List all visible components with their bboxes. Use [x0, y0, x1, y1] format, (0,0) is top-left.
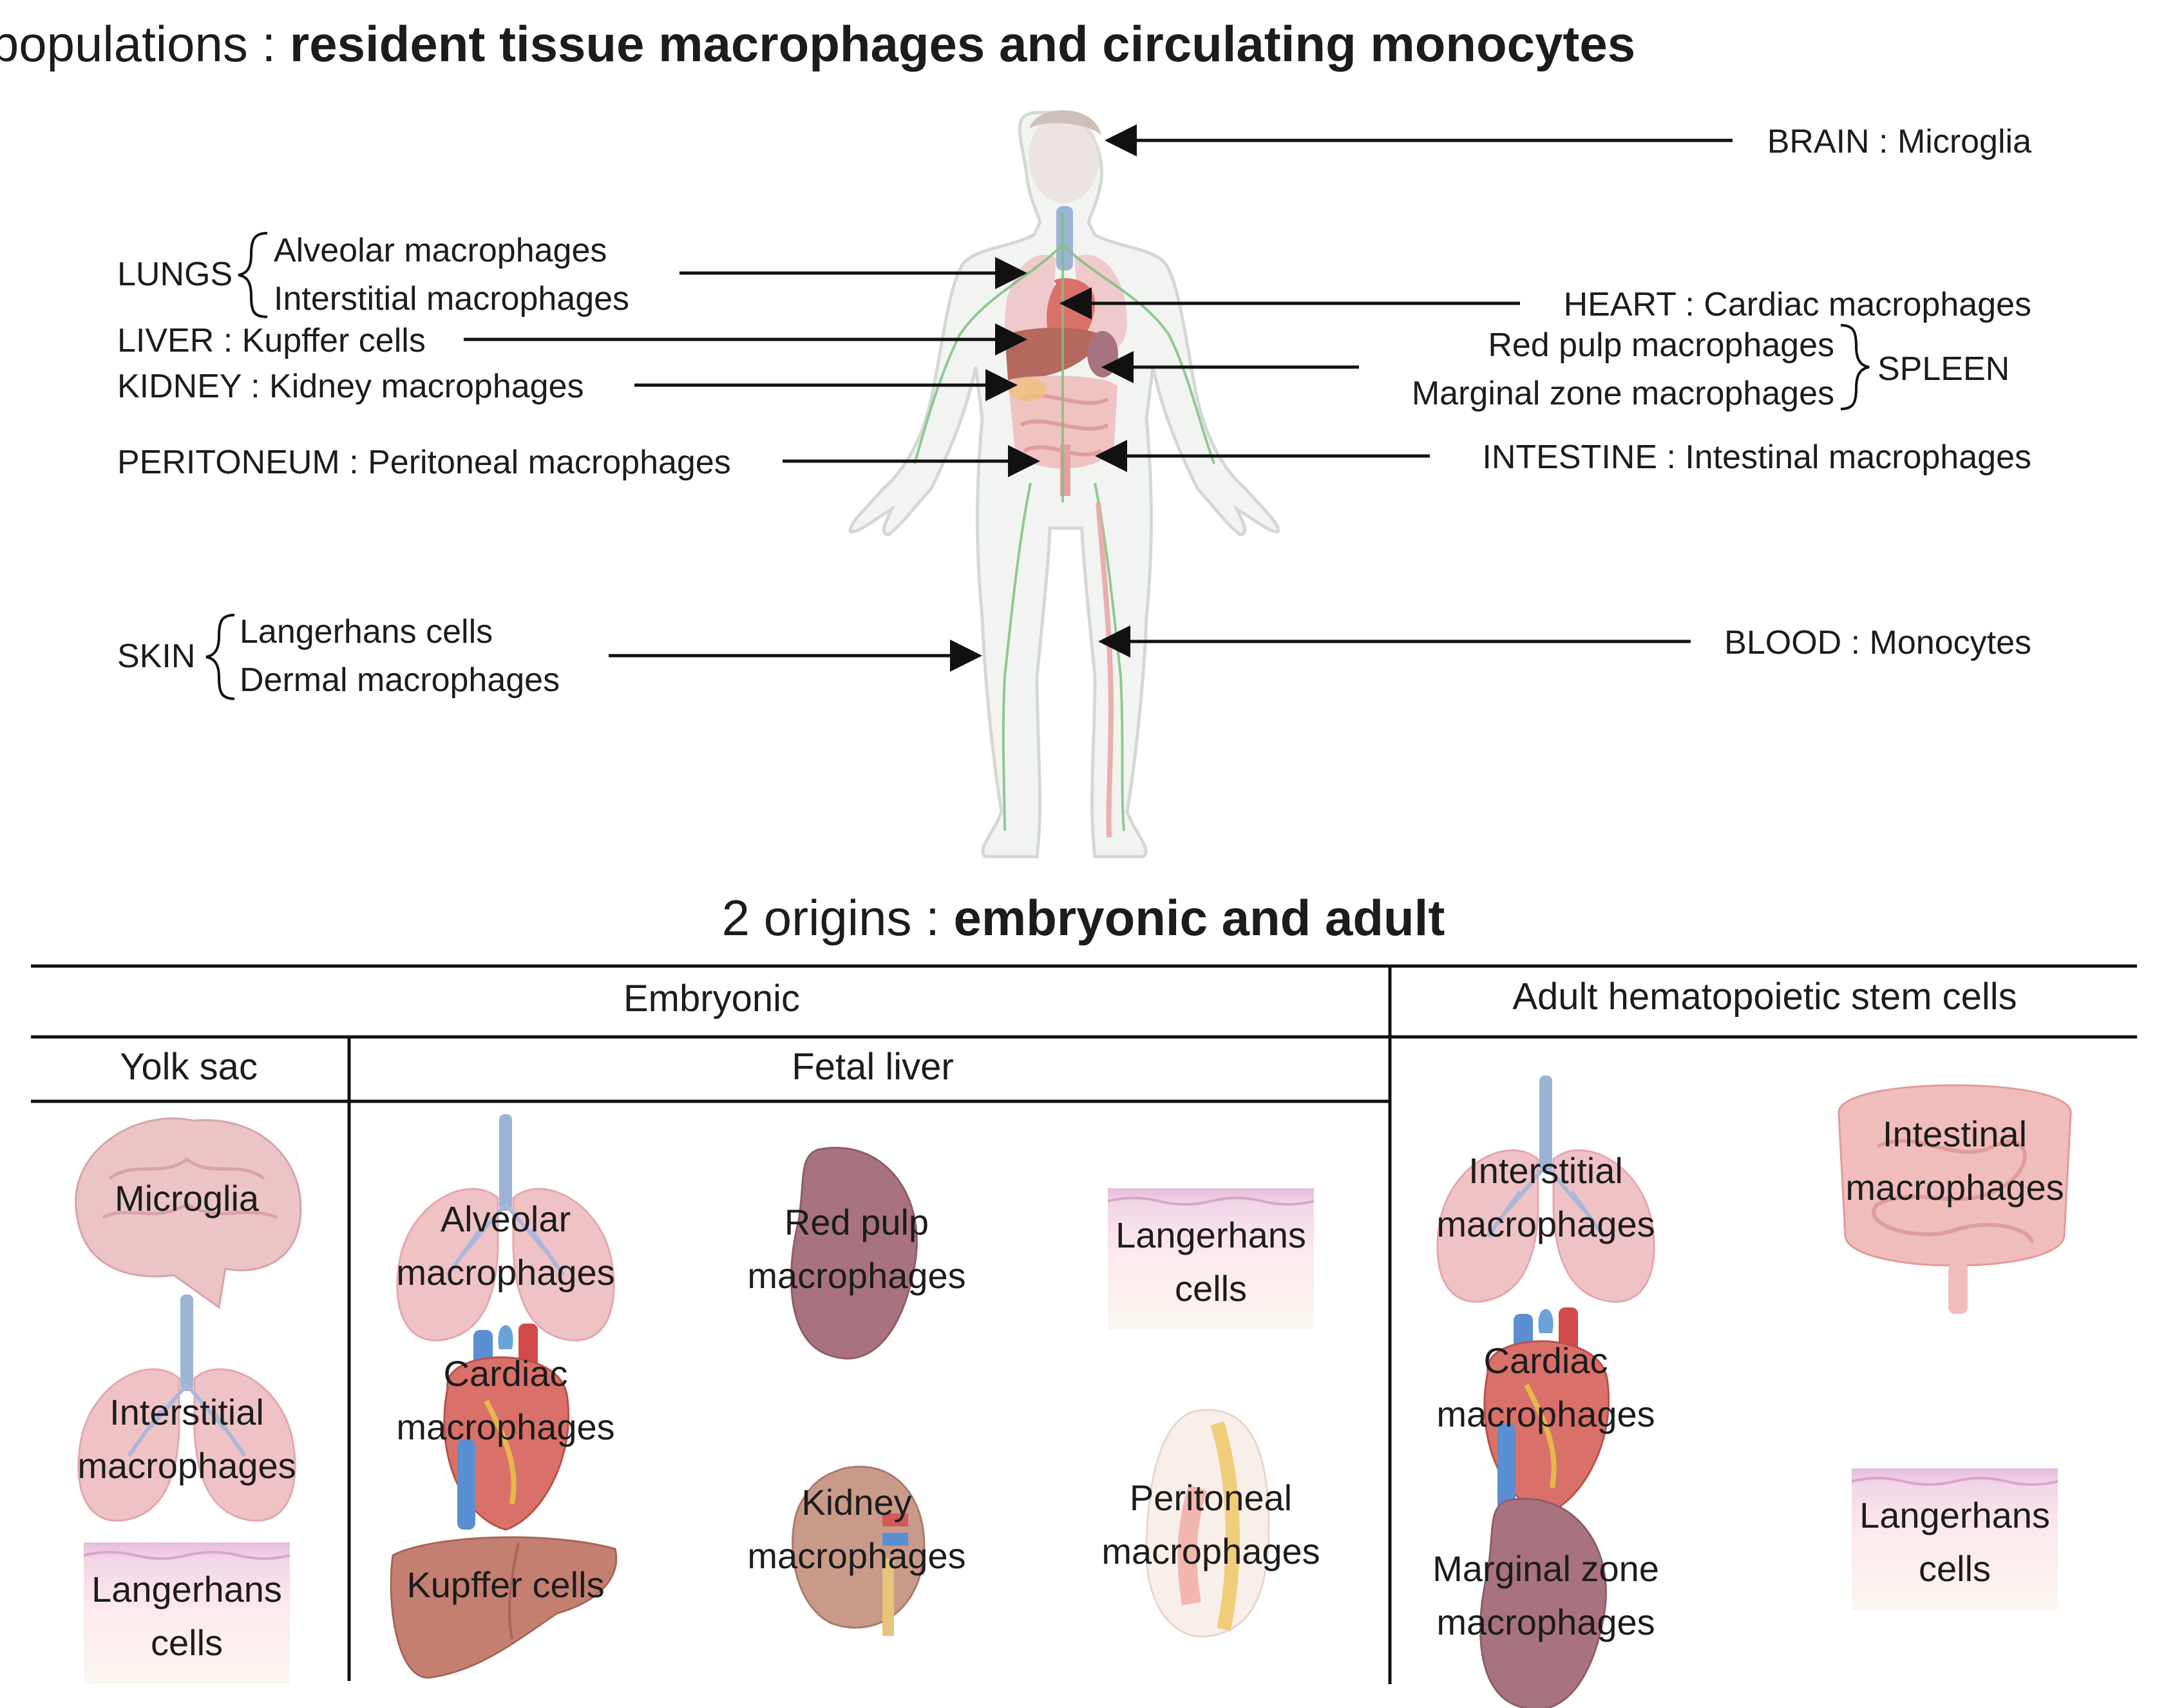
top-title-prefix: 2 populations : [0, 15, 290, 72]
skin-icon [1107, 1187, 1315, 1331]
intestine-label: INTESTINE : Intestinal macrophages [1482, 439, 2031, 476]
skin-organ-label: SKIN [117, 638, 195, 675]
skin-icon [82, 1541, 291, 1685]
cell-adult-interstitial: Interstitial macrophages [1436, 1076, 1655, 1302]
blood-label: BLOOD : Monocytes [1724, 624, 2031, 661]
fetal-cardiac-line1: Cardiac [444, 1353, 568, 1394]
fetal-kupffer-label: Kupffer cells [406, 1564, 604, 1605]
liver-icon [390, 1535, 618, 1679]
human-body-illustration [848, 110, 1280, 859]
adult-cardiac-line1: Cardiac [1484, 1340, 1608, 1381]
spleen-organ-label: SPLEEN [1877, 350, 2010, 388]
left-labels: LUNGS Alveolar macrophages Interstitial … [117, 232, 1040, 700]
adult-intestinal-line2: macrophages [1845, 1167, 2064, 1208]
fetal-alveolar-line1: Alveolar [441, 1199, 571, 1239]
spleen-item-marginal: Marginal zone macrophages [1412, 375, 1834, 412]
peritoneum-label: PERITONEUM : Peritoneal macrophages [117, 444, 731, 481]
cell-fetal-peritoneal: Peritoneal macrophages [1101, 1410, 1320, 1637]
skin-icon [1850, 1467, 2059, 1611]
lungs-brace [238, 232, 268, 318]
header-embryonic: Embryonic [623, 978, 800, 1020]
lungs-organ-label: LUNGS [117, 256, 233, 293]
cell-fetal-kidney: Kidney macrophages [747, 1465, 966, 1637]
fetal-langerhans-line1: Langerhans [1116, 1215, 1306, 1255]
cell-fetal-langerhans: Langerhans cells [1107, 1187, 1315, 1331]
fetal-kidney-line2: macrophages [747, 1535, 965, 1576]
adult-interstitial-line2: macrophages [1436, 1204, 1655, 1244]
adult-marginal-line1: Marginal zone [1432, 1548, 1659, 1589]
adult-langerhans-line1: Langerhans [1859, 1495, 2050, 1535]
cell-fetal-kupffer: Kupffer cells [390, 1535, 618, 1679]
skin-brace [205, 614, 235, 700]
cell-yolk-microglia: Microglia [76, 1119, 301, 1307]
skin-item-langerhans: Langerhans cells [240, 613, 493, 650]
lungs-item-alveolar: Alveolar macrophages [274, 232, 607, 269]
header-fetal-liver: Fetal liver [792, 1046, 953, 1088]
bottom-title-bold: embryonic and adult [954, 889, 1445, 946]
adult-interstitial-line1: Interstitial [1468, 1150, 1623, 1191]
skin-item-dermal: Dermal macrophages [240, 661, 560, 699]
spleen-item-redpulp: Red pulp macrophages [1488, 327, 1834, 364]
adult-cardiac-line2: macrophages [1436, 1394, 1655, 1434]
fetal-peritoneal-line1: Peritoneal [1130, 1477, 1292, 1518]
origins-table: Embryonic Adult hematopoietic stem cells… [31, 964, 2137, 1708]
cell-fetal-alveolar: Alveolar macrophages [396, 1114, 614, 1340]
fetal-alveolar-line2: macrophages [396, 1252, 614, 1293]
fetal-redpulp-line2: macrophages [747, 1255, 965, 1296]
yolk-langerhans-line1: Langerhans [91, 1569, 282, 1609]
bottom-title: 2 origins : embryonic and adult [722, 889, 1445, 946]
lungs-item-interstitial: Interstitial macrophages [274, 280, 629, 318]
top-title: 2 populations : resident tissue macropha… [0, 15, 1635, 72]
yolk-microglia-label: Microglia [115, 1178, 260, 1219]
kidney-label: KIDNEY : Kidney macrophages [117, 368, 584, 405]
right-labels: BRAIN : Microglia HEART : Cardiac macrop… [1059, 123, 2031, 661]
fetal-cardiac-line2: macrophages [396, 1407, 614, 1447]
cell-adult-langerhans: Langerhans cells [1850, 1467, 2059, 1611]
heart-label: HEART : Cardiac macrophages [1564, 286, 2031, 323]
cell-fetal-cardiac: Cardiac macrophages [396, 1324, 615, 1530]
top-title-bold: resident tissue macrophages and circulat… [290, 15, 1635, 72]
cell-adult-intestinal: Intestinal macrophages [1839, 1085, 2071, 1314]
fetal-kidney-line1: Kidney [801, 1482, 911, 1523]
yolk-interstitial-line1: Interstitial [109, 1392, 264, 1432]
fetal-peritoneal-line2: macrophages [1101, 1531, 1320, 1571]
cell-adult-marginal: Marginal zone macrophages [1432, 1497, 1659, 1708]
fetal-redpulp-line1: Red pulp [784, 1202, 929, 1242]
adult-intestinal-line1: Intestinal [1883, 1114, 2027, 1154]
cell-adult-cardiac: Cardiac macrophages [1436, 1307, 1655, 1513]
adult-marginal-line2: macrophages [1436, 1602, 1655, 1642]
cell-fetal-redpulp: Red pulp macrophages [747, 1146, 966, 1360]
brain-label: BRAIN : Microglia [1767, 123, 2031, 160]
liver-label: LIVER : Kupffer cells [117, 322, 426, 359]
yolk-interstitial-line2: macrophages [77, 1445, 296, 1486]
header-adult: Adult hematopoietic stem cells [1512, 976, 2017, 1018]
bottom-title-prefix: 2 origins : [722, 889, 954, 946]
fetal-langerhans-line2: cells [1175, 1268, 1247, 1309]
cell-yolk-langerhans: Langerhans cells [82, 1541, 291, 1685]
cell-yolk-interstitial: Interstitial macrophages [77, 1295, 296, 1521]
spleen-icon [790, 1146, 918, 1360]
yolk-langerhans-line2: cells [151, 1622, 223, 1663]
spleen-brace [1840, 324, 1870, 410]
header-yolk-sac: Yolk sac [120, 1046, 258, 1088]
peritoneum-icon [1146, 1410, 1269, 1637]
adult-langerhans-line2: cells [1919, 1548, 1991, 1589]
